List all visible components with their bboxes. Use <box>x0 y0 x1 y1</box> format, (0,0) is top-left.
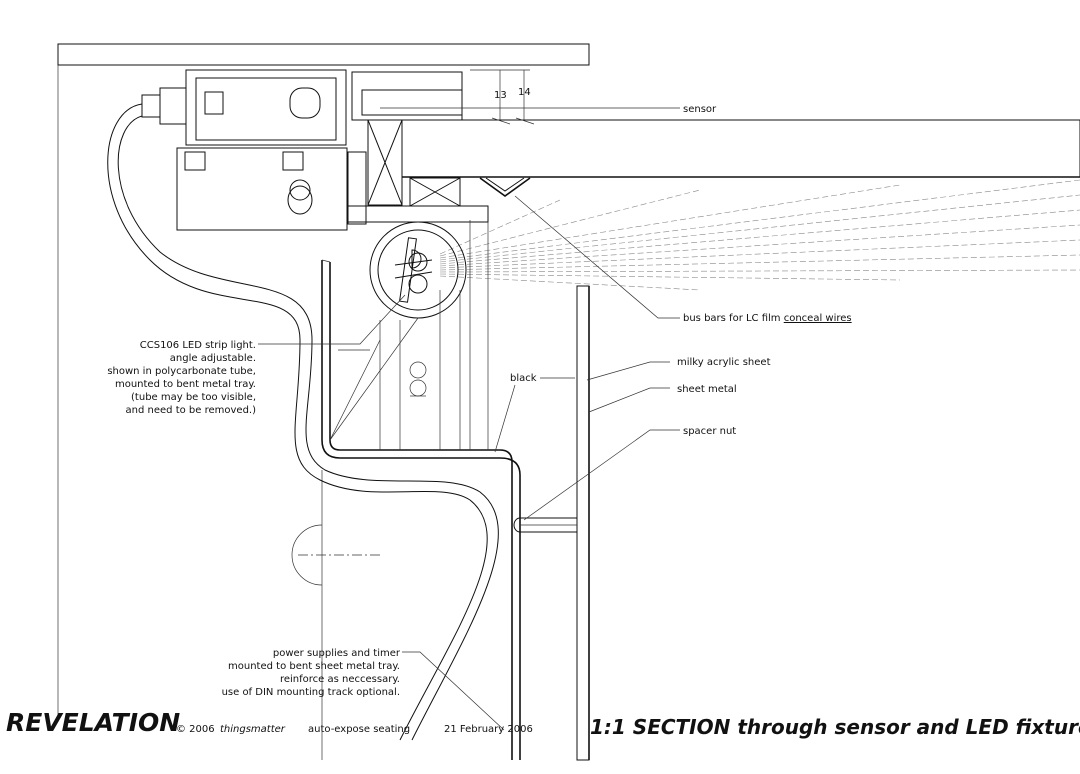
ceiling-slab <box>57 43 590 66</box>
date: 21 February 2006 <box>444 724 533 735</box>
spacer-nut-leader <box>523 429 680 521</box>
bus-bar-profile <box>479 177 531 197</box>
label-milky-acrylic: milky acrylic sheet <box>677 357 771 368</box>
bus-bars-leader <box>514 195 680 319</box>
power-notes-leader <box>402 651 505 731</box>
author: thingsmatter <box>220 724 286 735</box>
led-note-line-2: angle adjustable. <box>170 353 256 364</box>
bent-metal-tray <box>321 220 521 760</box>
copyright: © 2006 <box>176 724 215 735</box>
dim-14: 14 <box>518 87 531 98</box>
sheet-metal-leader <box>588 387 670 413</box>
label-sheet-metal: sheet metal <box>677 384 737 395</box>
led-notes-leader <box>258 294 406 345</box>
subject: auto-expose seating <box>308 724 410 735</box>
dim-13: 13 <box>494 90 507 101</box>
project-title: REVELATION <box>6 708 180 737</box>
power-note-line-1: power supplies and timer <box>273 648 401 659</box>
led-note-line-5: (tube may be too visible, <box>131 392 256 403</box>
dimension-lines: 13 14 <box>470 69 535 125</box>
label-spacer-nut: spacer nut <box>683 426 736 437</box>
milky-acrylic-leader <box>586 361 670 381</box>
led-note-line-4: mounted to bent metal tray. <box>115 379 256 390</box>
led-note-line-1: CCS106 LED strip light. <box>140 340 256 351</box>
cable <box>107 103 499 741</box>
label-bus-bars: bus bars for LC film conceal wires <box>683 313 852 324</box>
framing-blocks <box>347 119 489 225</box>
seat-panel <box>401 119 1080 178</box>
power-note-line-4: use of DIN mounting track optional. <box>222 687 400 698</box>
sheet-title: 1:1 SECTION through sensor and LED fixtu… <box>590 715 1080 739</box>
sensor-body <box>141 69 463 231</box>
spacer-nut <box>513 517 578 533</box>
light-rays <box>439 179 1080 291</box>
power-notes: power supplies and timer mounted to bent… <box>222 648 401 698</box>
title-block: REVELATION © 2006 thingsmatter auto-expo… <box>6 708 1080 739</box>
power-note-line-3: reinforce as neccessary. <box>280 674 400 685</box>
power-note-line-2: mounted to bent sheet metal tray. <box>228 661 400 672</box>
led-notes: CCS106 LED strip light. angle adjustable… <box>107 340 256 416</box>
label-black: black <box>510 373 537 384</box>
label-sensor: sensor <box>683 104 717 115</box>
acrylic-sheet <box>576 285 590 761</box>
led-note-line-3: shown in polycarbonate tube, <box>107 366 256 377</box>
power-supply-box <box>291 470 380 760</box>
black-leader-b <box>494 384 516 453</box>
led-note-line-6: and need to be removed.) <box>126 405 257 416</box>
